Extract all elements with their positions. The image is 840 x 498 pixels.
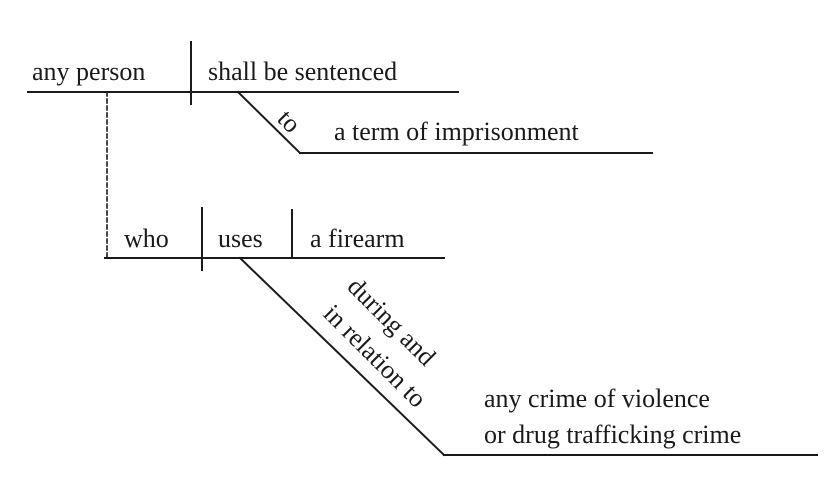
relative-preposition-slant bbox=[238, 256, 446, 457]
main-subject: any person bbox=[32, 57, 145, 86]
main-prep-object: a term of imprisonment bbox=[334, 117, 580, 146]
relative-prep-object-line1: any crime of violence bbox=[484, 384, 710, 413]
main-verb: shall be sentenced bbox=[208, 57, 397, 86]
relative-verb: uses bbox=[218, 224, 263, 253]
main-preposition-slant bbox=[236, 90, 302, 155]
relative-prep-object-line2: or drug trafficking crime bbox=[484, 420, 741, 449]
relative-subject: who bbox=[124, 224, 169, 253]
main-preposition: to bbox=[272, 104, 307, 139]
relative-object: a firearm bbox=[310, 224, 405, 253]
